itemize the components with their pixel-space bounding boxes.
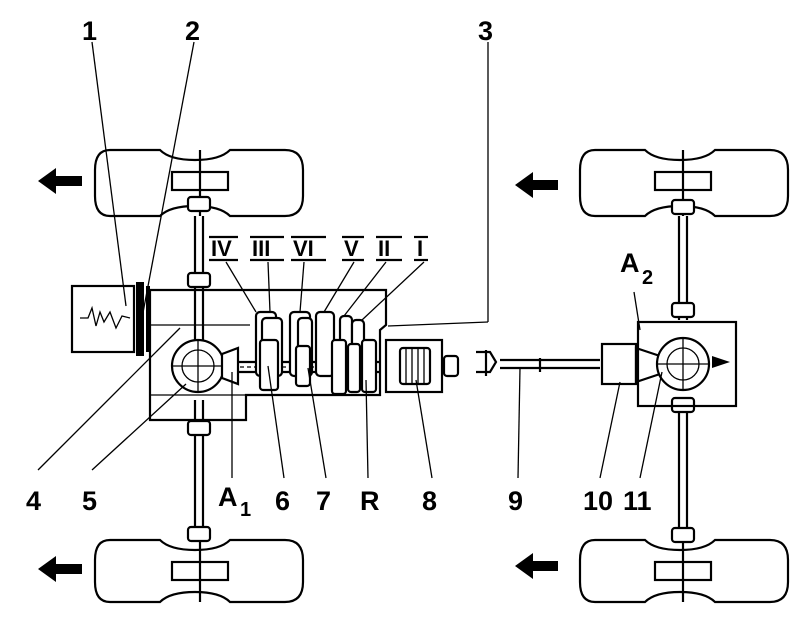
front-axle bbox=[186, 195, 212, 543]
direction-arrow-icon bbox=[38, 168, 82, 194]
gear-label-vi: VI bbox=[293, 236, 314, 261]
gear-label-ii: II bbox=[378, 236, 390, 261]
leader-lines bbox=[37, 41, 663, 479]
callout-5: 5 bbox=[82, 486, 97, 516]
wheel-icon bbox=[93, 538, 305, 604]
callout-7: 7 bbox=[316, 486, 331, 516]
axle-label-a2: A 2 bbox=[620, 248, 653, 289]
axle-label-a1-sub: 1 bbox=[240, 499, 251, 521]
rear-drive-unit bbox=[600, 342, 662, 386]
engine bbox=[70, 284, 136, 354]
axle-label-a1-main: A bbox=[218, 482, 238, 512]
callout-r: R bbox=[360, 486, 380, 516]
callout-9: 9 bbox=[508, 486, 523, 516]
wheel-icon bbox=[578, 538, 790, 604]
wheel-icon bbox=[578, 148, 790, 218]
callout-1: 1 bbox=[82, 16, 97, 46]
callout-10: 10 bbox=[583, 486, 613, 516]
gear-label-iv: IV bbox=[211, 236, 232, 261]
gear-labels: IV III VI V II I bbox=[209, 235, 428, 262]
direction-arrow-icon bbox=[515, 172, 558, 198]
front-differential bbox=[170, 338, 240, 394]
gear-label-iii: III bbox=[252, 236, 270, 261]
direction-arrow-icon bbox=[515, 553, 558, 579]
transmission-housing bbox=[148, 288, 388, 422]
clutch bbox=[136, 282, 150, 356]
callout-6: 6 bbox=[275, 486, 290, 516]
callout-labels: 1 2 3 4 5 6 7 8 9 10 11 R bbox=[26, 16, 652, 516]
propeller-shaft bbox=[476, 350, 600, 376]
axle-label-a2-main: A bbox=[620, 248, 640, 278]
cv-joint-icon bbox=[186, 195, 212, 543]
gear-label-i: I bbox=[417, 236, 423, 261]
gear-label-v: V bbox=[344, 236, 359, 261]
rear-differential bbox=[636, 320, 738, 408]
transfer-unit bbox=[384, 338, 460, 394]
direction-arrow-icon bbox=[38, 556, 82, 582]
axle-label-a1: A 1 bbox=[218, 482, 251, 521]
callout-11: 11 bbox=[623, 486, 652, 516]
callout-4: 4 bbox=[26, 486, 41, 516]
callout-2: 2 bbox=[185, 16, 200, 46]
gear-sets bbox=[254, 310, 378, 396]
callout-3: 3 bbox=[478, 16, 493, 46]
cv-joint-icon bbox=[476, 350, 498, 376]
callout-8: 8 bbox=[422, 486, 437, 516]
axle-label-a2-sub: 2 bbox=[642, 267, 653, 289]
wheel-icon bbox=[93, 148, 305, 218]
